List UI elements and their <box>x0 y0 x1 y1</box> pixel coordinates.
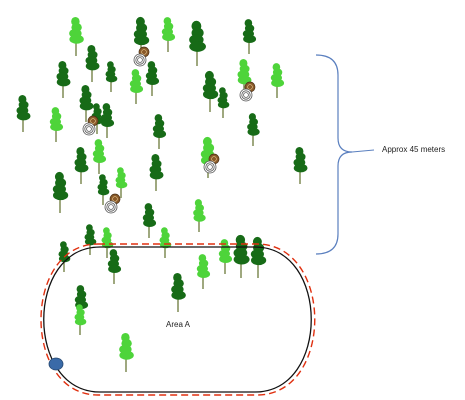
tree-stump-icon <box>203 153 220 174</box>
conifer-tree-icon <box>69 16 84 56</box>
conifer-tree-icon <box>16 95 31 132</box>
conifer-tree-icon <box>79 85 94 122</box>
conifer-tree-icon <box>145 61 160 96</box>
conifer-tree-icon <box>193 199 206 232</box>
conifer-tree-icon <box>84 224 97 255</box>
conifer-tree-icon <box>152 114 167 149</box>
conifer-tree-icon <box>242 19 257 54</box>
brace-pointer <box>351 149 375 153</box>
conifer-tree-icon <box>105 61 118 92</box>
conifer-tree-icon <box>52 171 69 213</box>
conifer-tree-icon <box>270 63 285 98</box>
tree-stump-icon <box>239 81 256 102</box>
conifer-tree-icon <box>100 103 115 138</box>
conifer-tree-icon <box>142 203 157 238</box>
conifer-tree-icon <box>247 113 260 146</box>
conifer-tree-icon <box>74 147 89 184</box>
conifer-tree-icon <box>217 87 230 118</box>
area-boundary-outline <box>43 246 312 393</box>
conifer-tree-icon <box>171 272 186 312</box>
conifer-tree-icon <box>49 107 64 142</box>
conifer-tree-icon <box>85 45 100 82</box>
tree-stump-icon <box>104 193 121 214</box>
conifer-tree-icon <box>92 139 107 174</box>
conifer-tree-icon <box>237 59 252 96</box>
tree-stump-icon <box>82 115 99 136</box>
tree-group <box>16 16 308 372</box>
tree-stump-icon <box>133 46 150 67</box>
conifer-tree-icon <box>101 227 114 258</box>
conifer-tree-icon <box>74 304 87 335</box>
area-boundary-dashed <box>40 243 316 396</box>
conifer-tree-icon <box>97 174 110 205</box>
conifer-tree-icon <box>149 154 164 191</box>
conifer-tree-icon <box>115 167 128 198</box>
blue-dot-marker <box>48 357 64 371</box>
conifer-tree-icon <box>233 234 250 278</box>
conifer-tree-icon <box>161 17 176 52</box>
conifer-tree-icon <box>202 70 219 112</box>
conifer-tree-icon <box>56 61 71 98</box>
conifer-tree-icon <box>133 16 150 58</box>
conifer-tree-icon <box>129 69 144 104</box>
conifer-tree-icon <box>159 227 172 258</box>
conifer-tree-icon <box>196 254 211 289</box>
conifer-tree-icon <box>293 147 308 184</box>
conifer-tree-icon <box>107 249 122 284</box>
area-label: Area A <box>166 320 191 329</box>
conifer-tree-icon <box>250 236 267 278</box>
conifer-tree-icon <box>189 20 206 66</box>
distance-label: Approx 45 meters <box>382 145 446 154</box>
distance-brace <box>315 54 353 255</box>
stump-group <box>82 46 256 214</box>
conifer-tree-icon <box>119 332 134 372</box>
